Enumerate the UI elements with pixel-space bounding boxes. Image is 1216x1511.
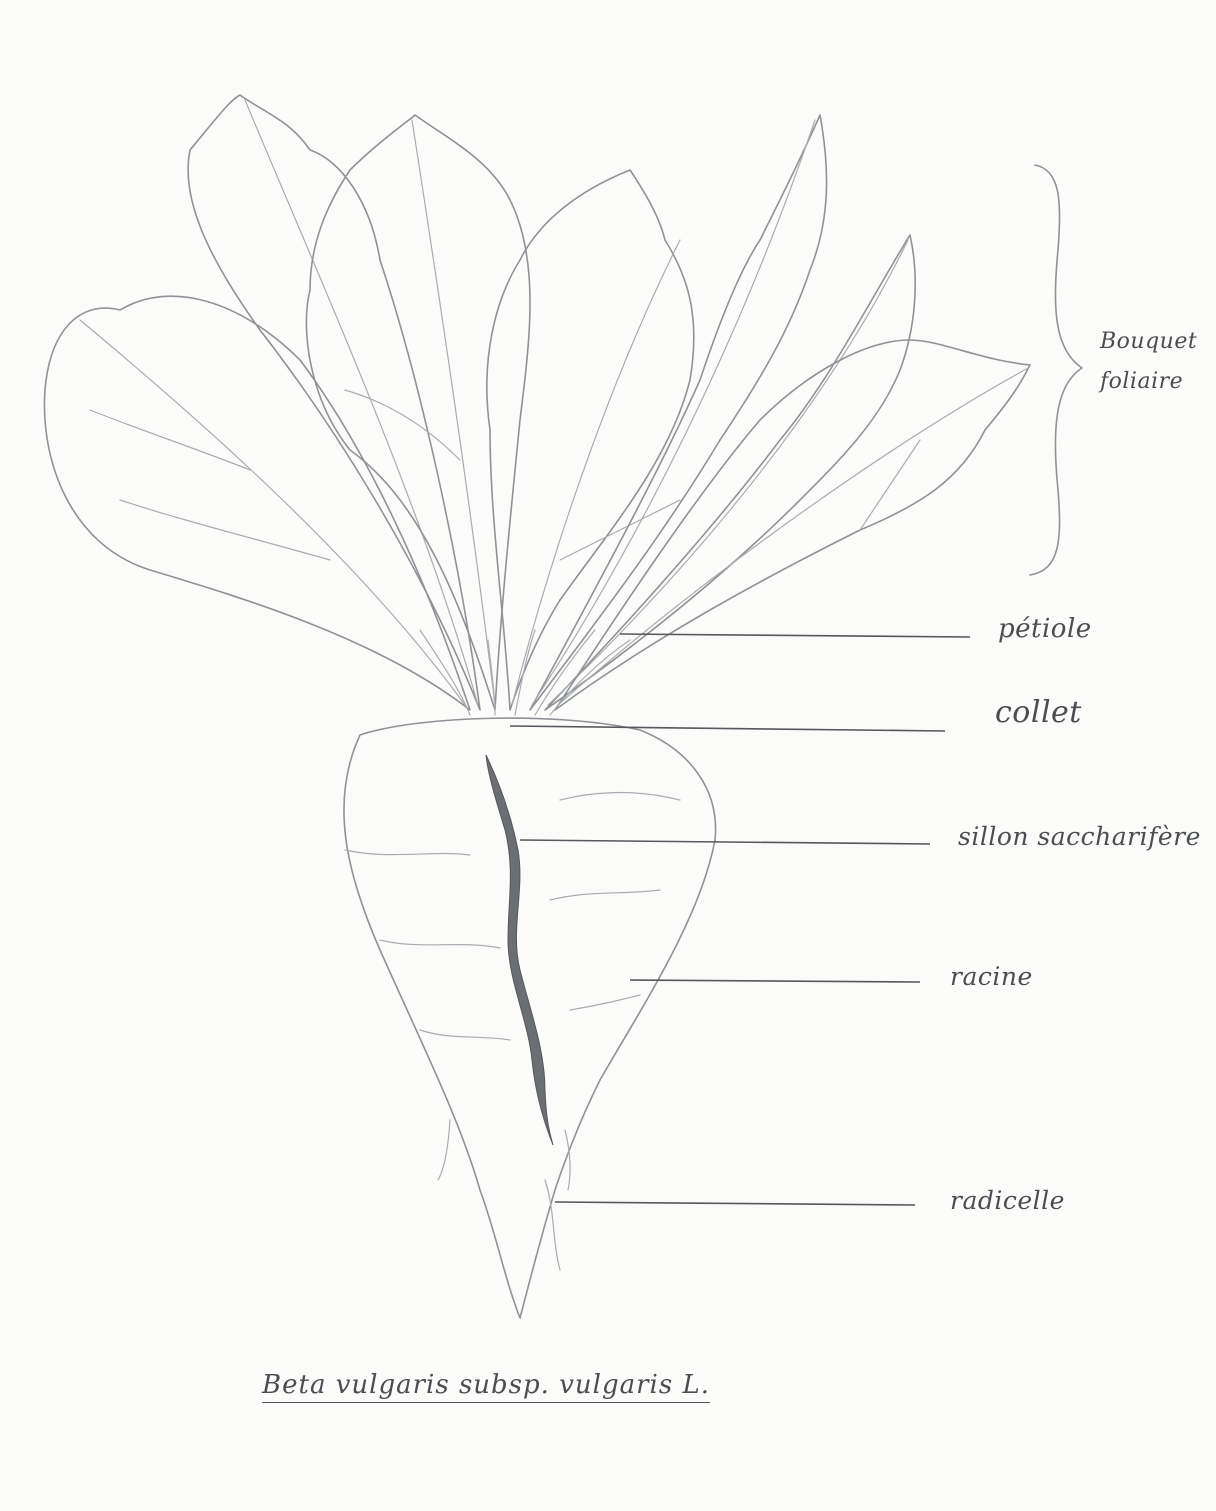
label-radicelle: radicelle xyxy=(950,1186,1065,1215)
leaf-far-right xyxy=(555,340,1030,710)
leader-collet xyxy=(510,726,945,731)
leader-petiole xyxy=(620,634,970,637)
foliage-brace xyxy=(1030,165,1082,575)
species-caption: Beta vulgaris subsp. vulgaris L. xyxy=(262,1370,710,1403)
label-racine: racine xyxy=(950,962,1033,991)
leaf-cluster xyxy=(44,95,1030,710)
leader-racine xyxy=(630,980,920,982)
leaf-center-left xyxy=(306,115,530,710)
leader-lines xyxy=(510,634,970,1205)
leader-sillon xyxy=(520,840,930,844)
label-collet: collet xyxy=(995,695,1082,730)
sugar-groove xyxy=(486,755,553,1145)
root-body xyxy=(344,718,716,1318)
leaf-right-upper xyxy=(530,115,827,710)
label-bouquet-foliaire: Bouquet foliaire xyxy=(1100,322,1210,402)
leaf-far-left xyxy=(44,296,470,710)
label-sillon-saccharifere: sillon saccharifère xyxy=(958,822,1201,851)
label-petiole: pétiole xyxy=(998,614,1092,644)
leader-radicelle xyxy=(555,1202,915,1205)
